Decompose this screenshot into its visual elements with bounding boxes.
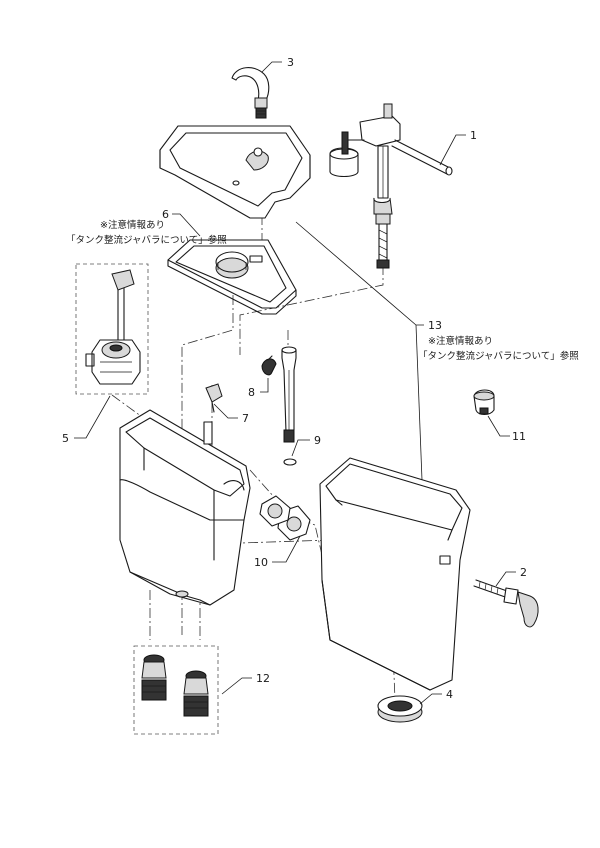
part-gasket	[259, 495, 311, 541]
callout-labels: 1 2 3 4 5 6 7 8 9 10 11 12 13	[62, 56, 527, 701]
part-bracket	[205, 383, 223, 413]
callout-13: 13	[428, 319, 442, 332]
part-o-ring	[283, 458, 297, 466]
part13-note-line1: ※注意情報あり	[428, 335, 493, 347]
part-seal-ring	[377, 695, 423, 723]
callout-11: 11	[512, 430, 526, 443]
part-outer-tank	[319, 457, 471, 691]
part-clip	[261, 355, 277, 376]
callout-1: 1	[470, 129, 477, 142]
callout-7: 7	[242, 412, 249, 425]
part-fitting	[473, 389, 495, 416]
callout-12: 12	[256, 672, 270, 685]
callout-3: 3	[287, 56, 294, 69]
callout-6: 6	[162, 208, 169, 221]
leader-lines	[74, 61, 516, 705]
part-tank-lid	[159, 125, 311, 219]
part-bottom-valves	[133, 645, 219, 735]
part6-note-line1: ※注意情報あり	[100, 219, 165, 231]
part-overflow-pipe	[281, 346, 297, 443]
part-lever-handle	[473, 579, 539, 628]
part6-note-line2: 「タンク整流ジャバラについて」参照	[66, 234, 227, 246]
notes: ※注意情報あり 「タンク整流ジャバラについて」参照 ※注意情報あり 「タンク整流…	[66, 219, 579, 362]
part-fill-valve	[329, 103, 453, 269]
callout-4: 4	[446, 688, 453, 701]
part-flush-valve	[75, 263, 149, 395]
callout-2: 2	[520, 566, 527, 579]
callout-8: 8	[248, 386, 255, 399]
part-inner-tank	[119, 409, 251, 606]
callout-5: 5	[62, 432, 69, 445]
callout-9: 9	[314, 434, 321, 447]
callout-10: 10	[254, 556, 268, 569]
part-spout	[231, 67, 270, 119]
part13-note-line2: 「タンク整流ジャバラについて」参照	[418, 350, 579, 362]
part-inner-cover	[167, 239, 297, 315]
